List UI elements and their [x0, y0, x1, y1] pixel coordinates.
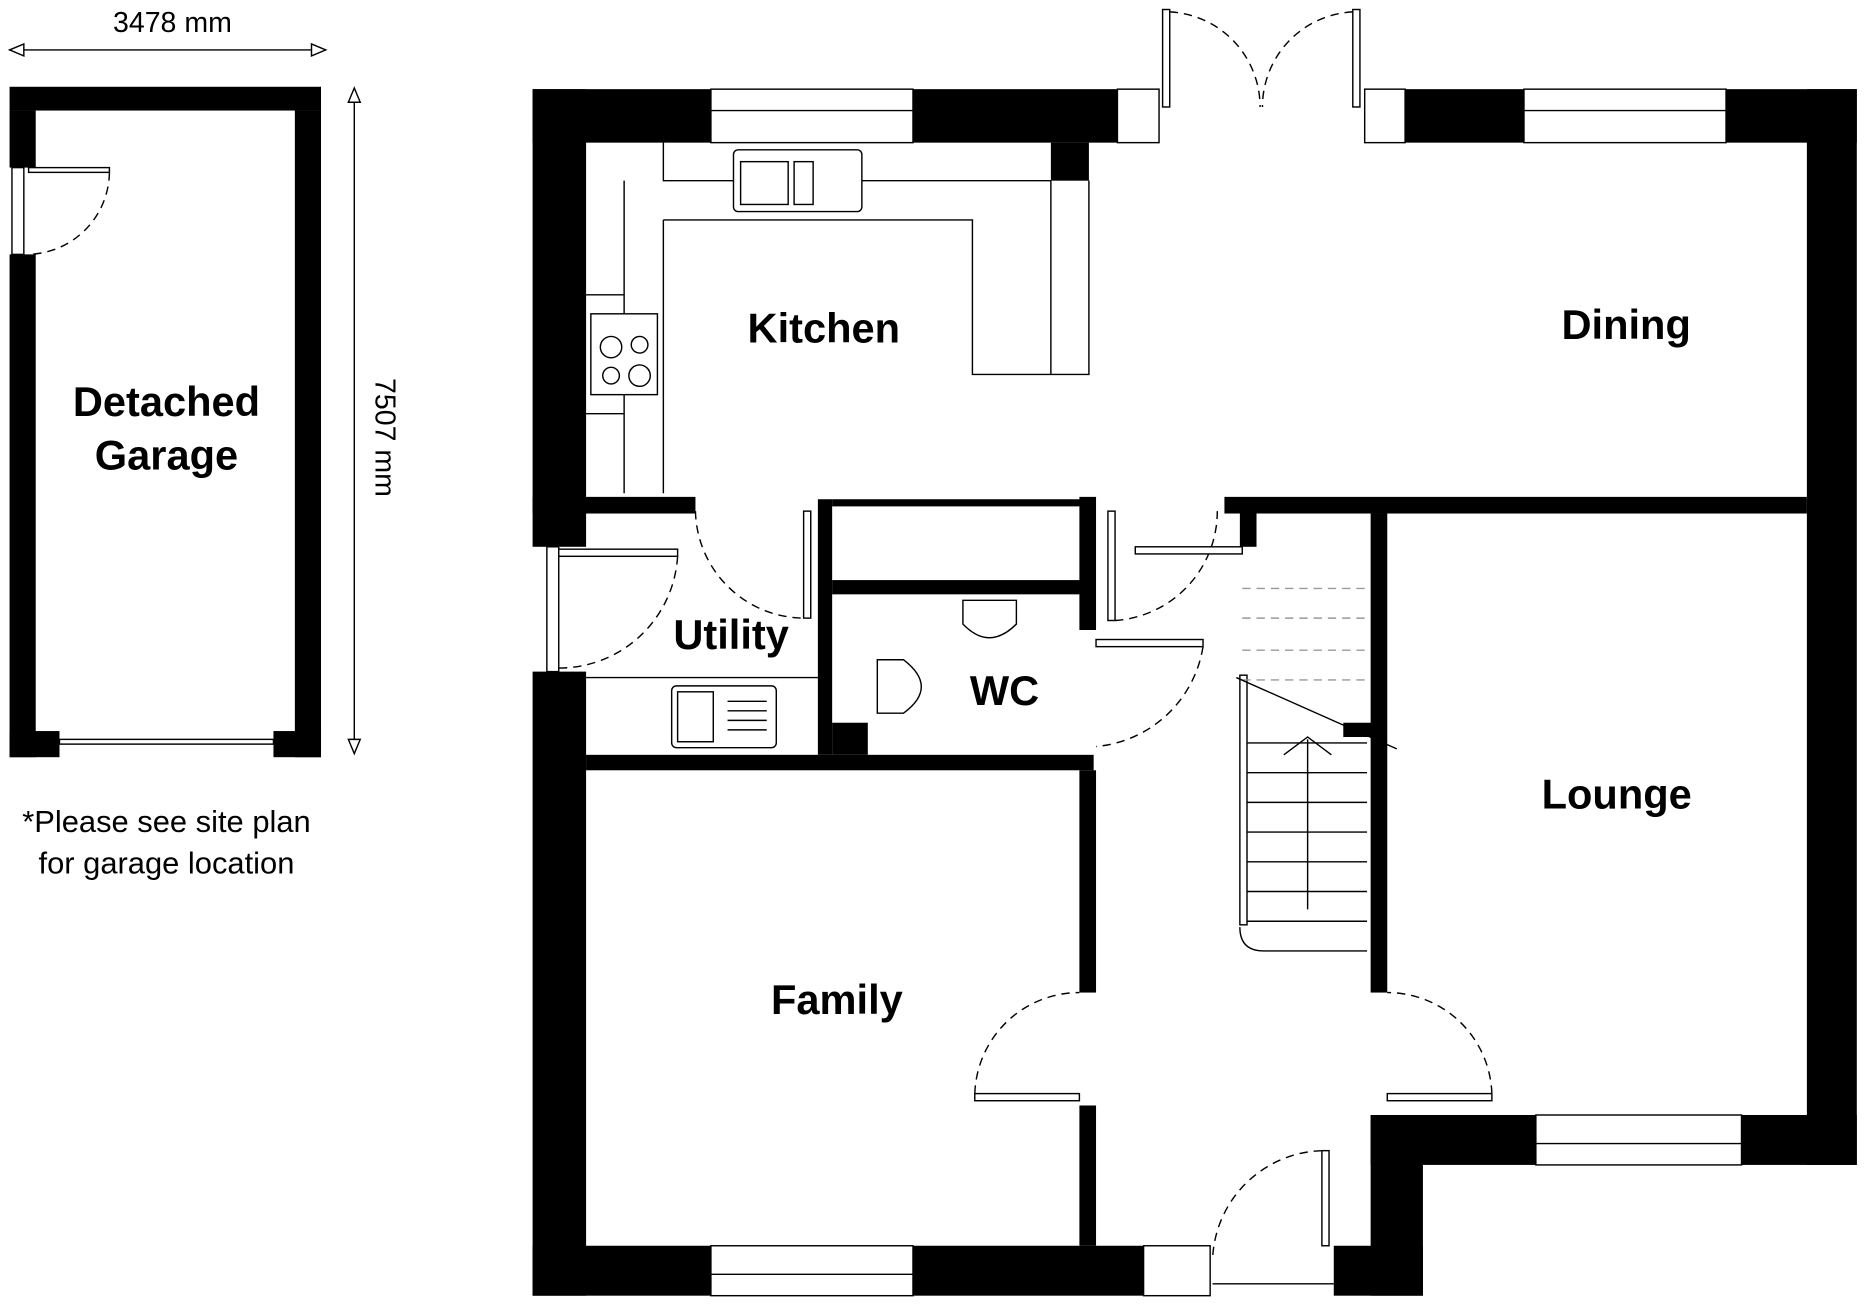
stairs-up-arrow-icon	[1283, 736, 1332, 756]
depth-arrow-icon	[347, 86, 362, 756]
kitchen-fittings	[586, 142, 1090, 755]
garage-note: *Please see site plan	[22, 804, 311, 839]
doors	[558, 8, 1493, 1285]
room-label-kitchen: Kitchen	[748, 304, 901, 351]
room-label-family: Family	[771, 976, 903, 1023]
house-walls	[532, 89, 1857, 1296]
width-arrow-icon	[7, 42, 328, 57]
room-label-wc: WC	[970, 667, 1039, 714]
garage-plan: 3478 mm 7507 mm Detached Garage *Please …	[7, 7, 401, 881]
room-label-dining: Dining	[1562, 301, 1691, 348]
garage-label-2: Garage	[95, 432, 238, 479]
garage-side-door	[27, 166, 111, 174]
garage-depth-label: 7507 mm	[369, 378, 401, 497]
staircase	[1236, 587, 1398, 952]
windows	[546, 88, 1743, 1297]
wc-basin-icon	[962, 599, 1018, 639]
utility-sink-icon	[670, 685, 777, 749]
garage-door	[58, 738, 275, 745]
garage-width-label: 3478 mm	[113, 7, 232, 39]
garage-label: Detached	[73, 378, 260, 425]
room-label-utility: Utility	[673, 611, 789, 658]
toilet-icon	[876, 659, 922, 714]
garage-note-2: for garage location	[39, 846, 295, 881]
room-label-lounge: Lounge	[1542, 770, 1692, 817]
hob-icon	[590, 313, 659, 396]
kitchen-sink-icon	[732, 149, 863, 213]
